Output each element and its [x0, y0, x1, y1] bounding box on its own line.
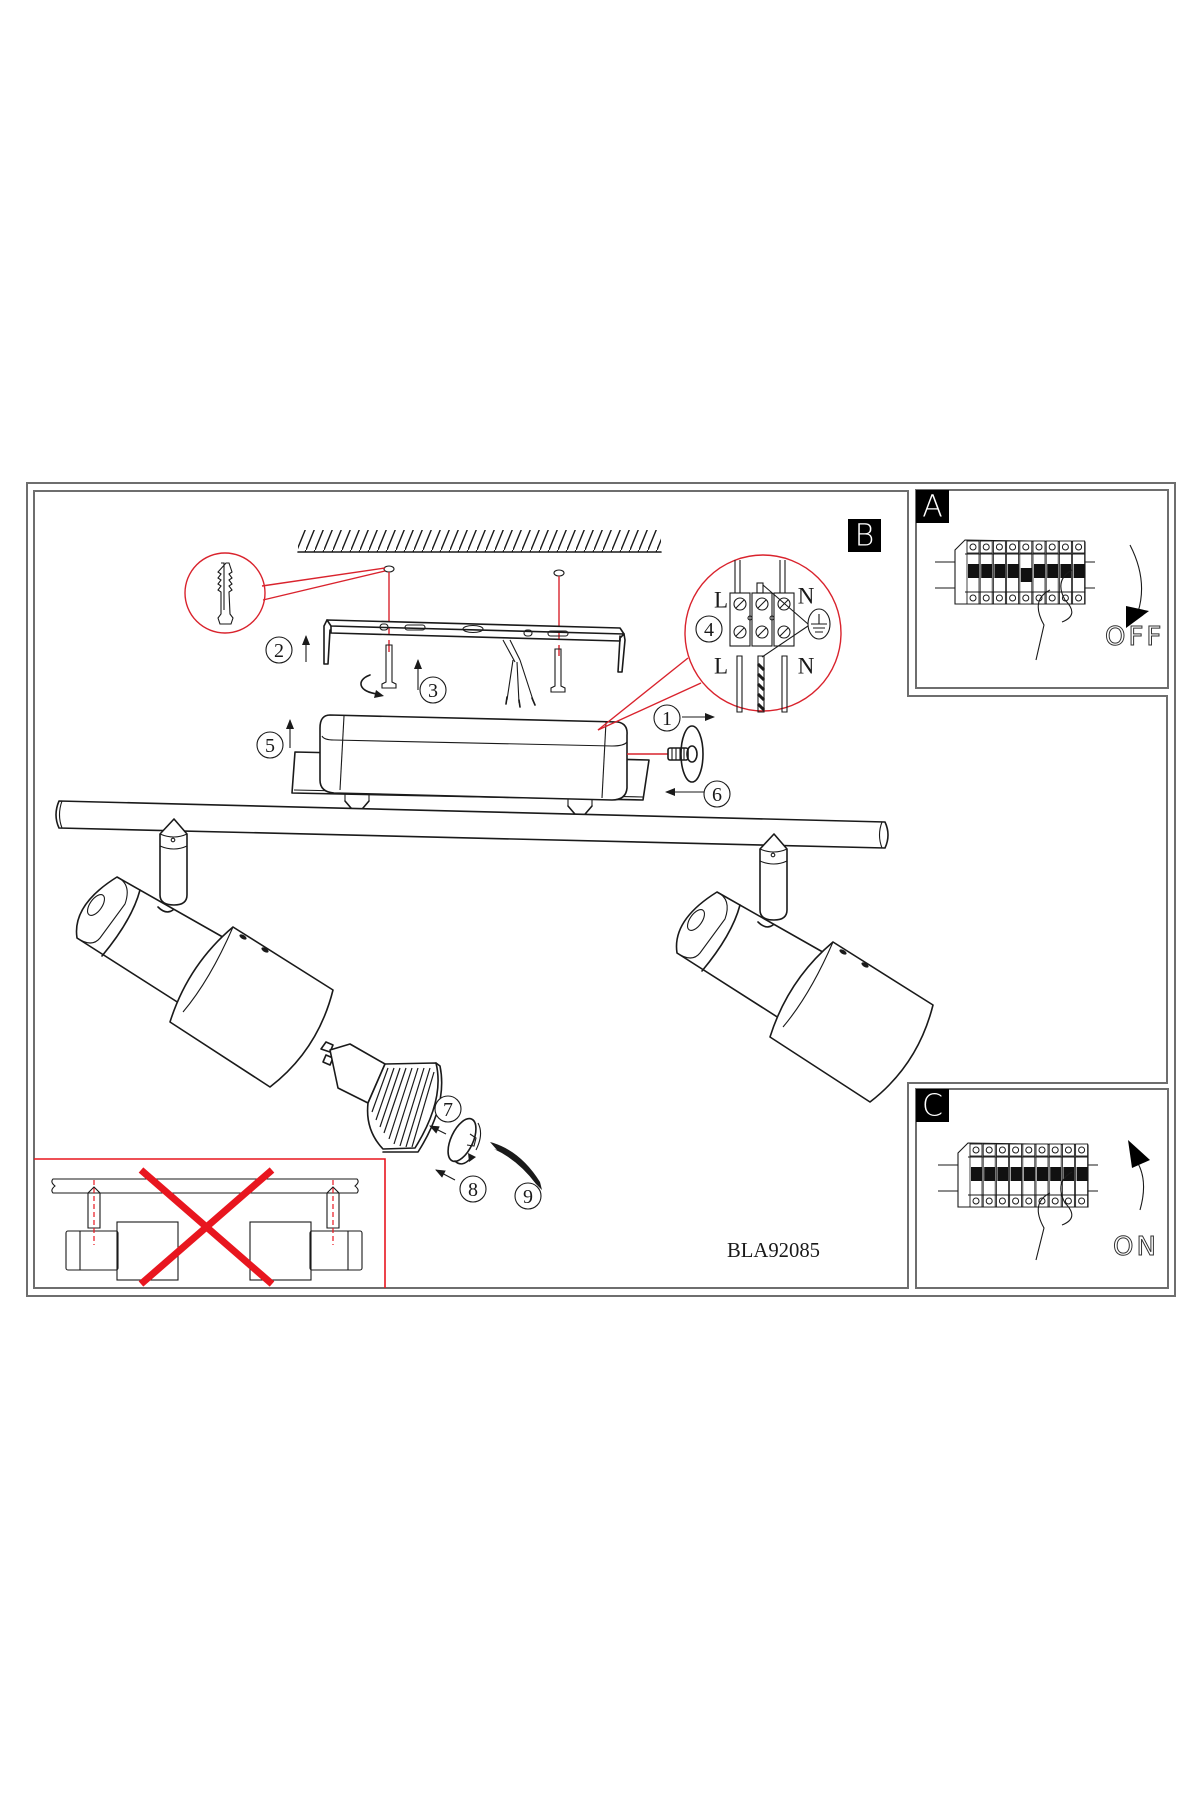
- breaker-module: [1061, 1143, 1075, 1208]
- step-6-marker: 6: [703, 780, 731, 808]
- step-7-marker: 7: [434, 1095, 462, 1123]
- side-screw: [665, 713, 715, 796]
- step-1-marker: 1: [653, 704, 681, 732]
- outer-frame: [26, 482, 1176, 1297]
- panel-a-frame: [915, 489, 1169, 689]
- svg-text:9: 9: [523, 1186, 533, 1208]
- side-screw-icon: [667, 747, 689, 761]
- circuit-breaker-panel-icon: [938, 1142, 1098, 1208]
- terminal-label-neutral-top: N: [798, 584, 815, 609]
- breaker-module: [1045, 540, 1059, 605]
- terminal-label-live-top: L: [714, 588, 728, 613]
- panel-b-label: B: [848, 519, 881, 554]
- spotlight-bar: [55, 800, 889, 849]
- panel-c-letter: C: [922, 1089, 943, 1124]
- prohibited-mounting-inset: [34, 1158, 386, 1288]
- mounting-bracket: [323, 619, 626, 673]
- step-arrows-upper: [286, 635, 422, 748]
- bulb-cap: [429, 1117, 542, 1190]
- earth-ground-icon: [807, 608, 831, 640]
- step-5-marker: 5: [256, 731, 284, 759]
- rotate-arrow: [360, 674, 379, 695]
- breaker-module: [995, 1143, 1009, 1208]
- step-9-marker: 9: [514, 1182, 542, 1210]
- panel-c-frame: [915, 1088, 1169, 1289]
- breaker-module: [966, 540, 980, 605]
- svg-text:4: 4: [704, 619, 714, 641]
- step-4-marker: 4: [695, 615, 723, 643]
- breaker-module: [1075, 1143, 1089, 1208]
- frames: [26, 482, 1176, 1297]
- screw-right-icon: [550, 648, 566, 693]
- breaker-module: [1048, 1143, 1062, 1208]
- switch-state-on: ON: [1113, 1232, 1159, 1262]
- wall-plug-detail: [184, 552, 386, 634]
- svg-text:5: 5: [265, 735, 275, 757]
- circuit-breaker-panel-icon: [935, 539, 1095, 605]
- ceiling: [297, 530, 662, 553]
- step-2-marker: 2: [265, 636, 293, 664]
- junction-box: [291, 657, 702, 821]
- step-8-marker: 8: [459, 1175, 487, 1203]
- breaker-module: [1072, 540, 1086, 605]
- hand-pointing-icon: [1035, 1171, 1073, 1261]
- breaker-module: [1032, 540, 1046, 605]
- screws: [360, 644, 566, 698]
- wall-plug-icon: [217, 562, 234, 625]
- breaker-module: [1058, 540, 1072, 605]
- panel-b-letter: B: [855, 519, 875, 554]
- panel-c: C ON: [916, 1089, 1159, 1263]
- breaker-module: [1009, 1143, 1023, 1208]
- breaker-module: [1035, 1143, 1049, 1208]
- model-code: BLA92085: [727, 1238, 820, 1262]
- svg-text:6: 6: [712, 784, 722, 806]
- panel-a: A OFF: [916, 490, 1164, 661]
- terminal-label-neutral-bottom: N: [798, 654, 815, 679]
- breaker-module: [969, 1143, 983, 1208]
- gu10-bulb: [320, 1041, 443, 1153]
- hand-pointing-icon: [1035, 569, 1073, 661]
- terminal-block-detail: L N L N: [684, 554, 842, 713]
- svg-text:7: 7: [443, 1099, 453, 1121]
- svg-text:1: 1: [662, 708, 672, 730]
- terminal-label-live-bottom: L: [714, 654, 728, 679]
- drill-holes: [383, 565, 565, 656]
- breaker-module: [1022, 1143, 1036, 1208]
- breaker-module: [1006, 540, 1020, 605]
- switch-off-arrow: [1129, 544, 1143, 613]
- prohibited-cross-icon: [138, 1167, 275, 1287]
- switch-state-off: OFF: [1105, 622, 1164, 652]
- step-3-marker: 3: [419, 676, 447, 704]
- breaker-module: [979, 540, 993, 605]
- screw-left-icon: [381, 644, 397, 689]
- step-markers: 1 2 3 4 5 6 7 8 9: [256, 615, 731, 1210]
- svg-text:3: 3: [428, 680, 438, 702]
- svg-text:8: 8: [468, 1179, 478, 1201]
- breaker-module: [1019, 540, 1033, 605]
- panel-a-letter: A: [922, 490, 943, 525]
- svg-text:2: 2: [274, 640, 284, 662]
- spotlight-right: [675, 833, 934, 1103]
- mains-cable: [502, 639, 536, 708]
- breaker-module: [982, 1143, 996, 1208]
- spotlight-left: [75, 818, 334, 1088]
- main-panel-frame: [33, 490, 1168, 1289]
- breaker-module: [992, 540, 1006, 605]
